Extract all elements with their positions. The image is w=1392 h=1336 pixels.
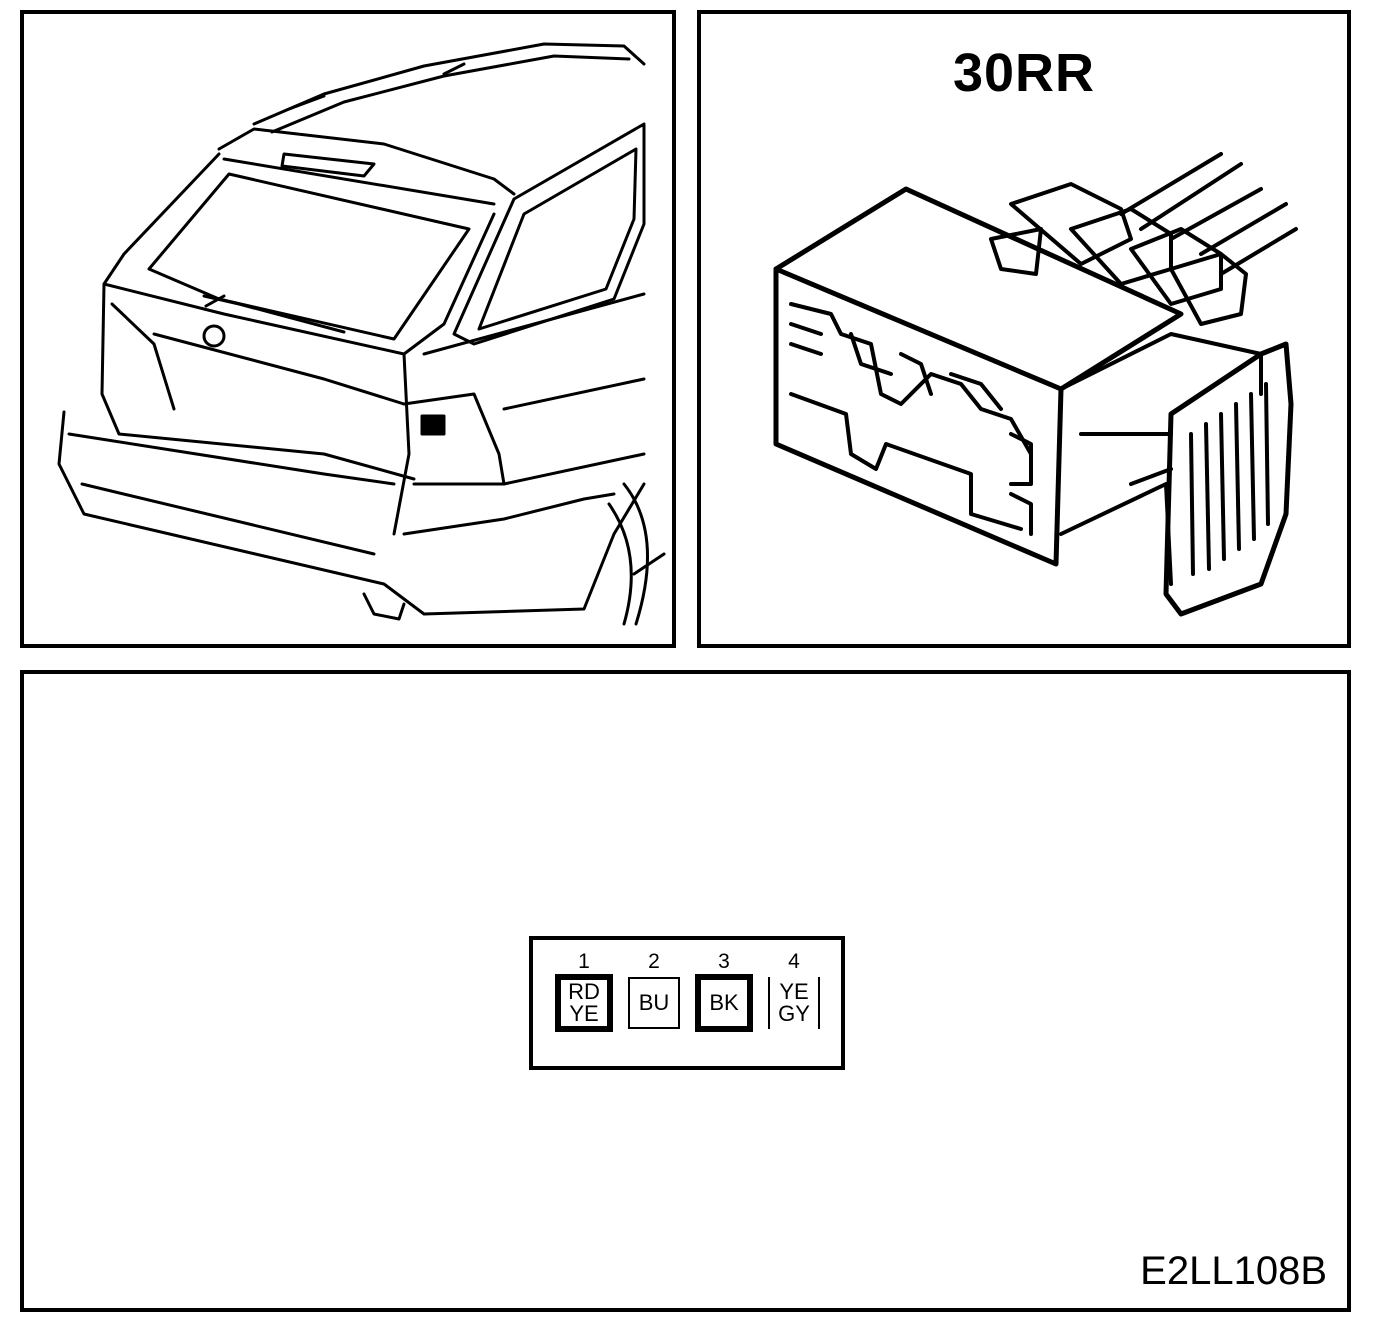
wire-color: YE xyxy=(569,1001,599,1026)
connector-title: 30RR xyxy=(952,43,1096,103)
car-location-panel xyxy=(20,10,676,648)
pin-number: 4 xyxy=(788,950,800,973)
car-rear-illustration xyxy=(57,42,666,626)
wire-color: BK xyxy=(709,990,739,1015)
wire-color: RD xyxy=(568,979,600,1004)
pin-2: 2 BU xyxy=(621,950,687,1029)
pin-number: 1 xyxy=(578,950,590,973)
pin-color-box: RD YE xyxy=(555,974,613,1032)
pin-color-box: YE GY xyxy=(768,977,820,1029)
pin-1: 1 RD YE xyxy=(551,950,617,1032)
connector-illustration xyxy=(773,152,1298,617)
pin-4: 4 YE GY xyxy=(761,950,827,1029)
connector-illustration-panel: 30RR xyxy=(697,10,1351,648)
pin-number: 2 xyxy=(648,950,660,973)
pinout-panel: 1 RD YE 2 BU 3 BK 4 YE GY E2LL108B xyxy=(20,670,1351,1312)
pin-color-box: BK xyxy=(695,974,753,1032)
wire-color: YE xyxy=(779,979,809,1004)
pin-number: 3 xyxy=(718,950,730,973)
figure-code: E2LL108B xyxy=(1140,1249,1327,1293)
pin-color-box: BU xyxy=(628,977,680,1029)
wire-color: BU xyxy=(638,990,670,1015)
pin-3: 3 BK xyxy=(691,950,757,1032)
wire-color: GY xyxy=(778,1001,810,1026)
connector-pinout: 1 RD YE 2 BU 3 BK 4 YE GY xyxy=(529,936,845,1070)
